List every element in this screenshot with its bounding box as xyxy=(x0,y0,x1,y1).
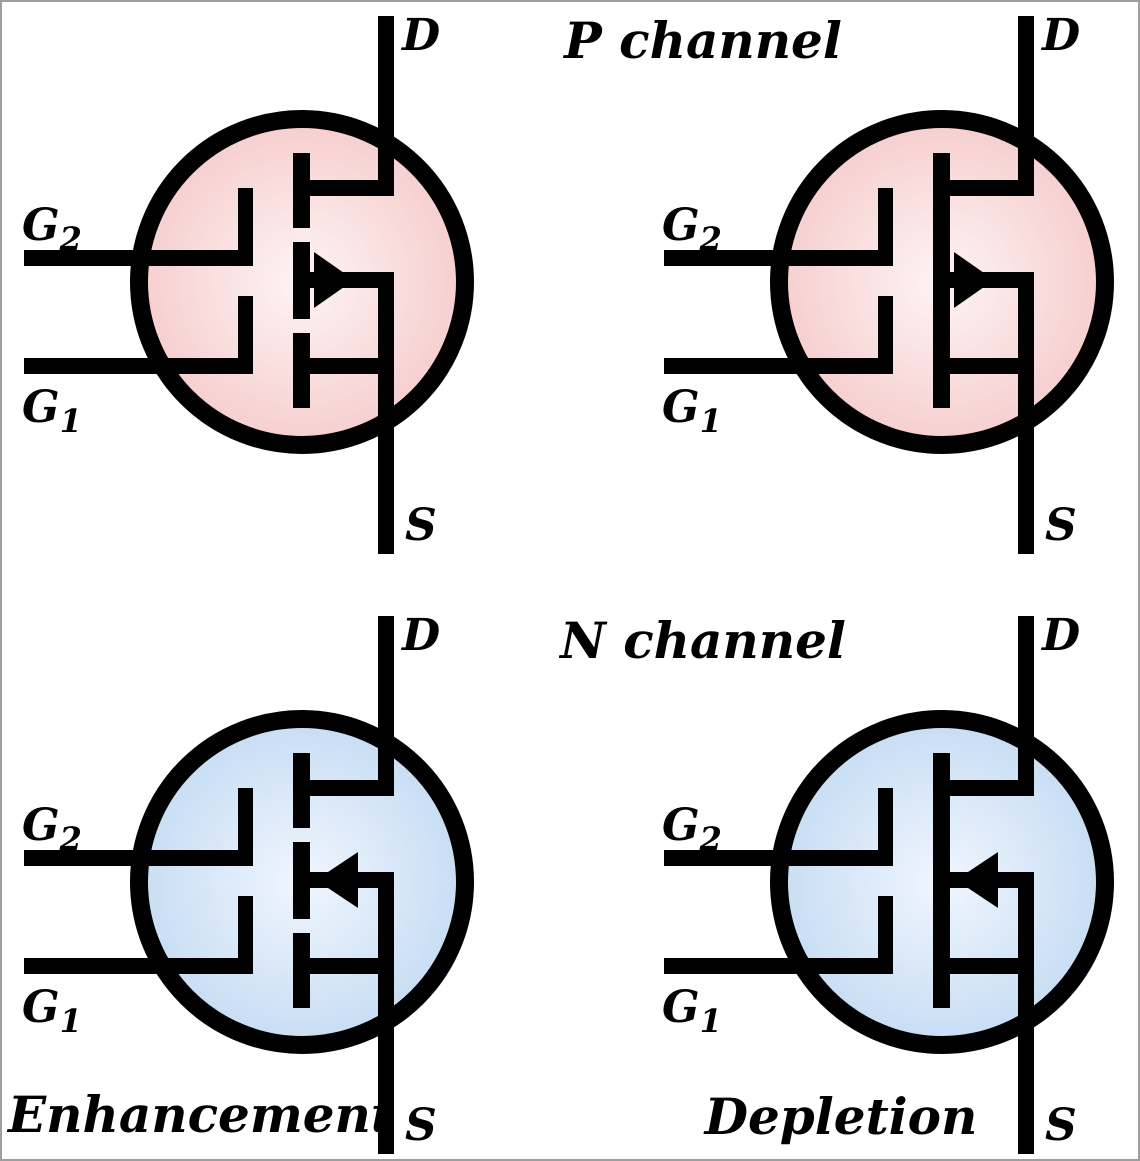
gate1-lead xyxy=(664,358,893,374)
enhancement-label: Enhancement xyxy=(6,1085,394,1144)
drain-line xyxy=(1018,16,1034,196)
source-line xyxy=(378,272,394,554)
channel-segment xyxy=(293,242,310,319)
source-line xyxy=(1018,872,1034,1154)
gate1-label: G1 xyxy=(662,382,722,440)
channel-bar xyxy=(933,753,950,1008)
drain-label: D xyxy=(400,610,440,661)
gate1-label: G1 xyxy=(22,982,82,1040)
drain-branch xyxy=(310,180,394,196)
gate2-plate xyxy=(878,788,893,866)
source-label: S xyxy=(405,500,437,551)
source-label: S xyxy=(1045,1100,1077,1151)
drain-line xyxy=(1018,616,1034,796)
source-branch xyxy=(950,358,1034,374)
channel-segment xyxy=(293,933,310,1008)
gate2-label: G2 xyxy=(22,200,82,258)
gate2-lead xyxy=(664,250,893,266)
source-branch xyxy=(310,958,394,974)
substrate-arrow-icon xyxy=(316,852,358,908)
source-line xyxy=(378,872,394,1154)
gate1-plate xyxy=(878,896,893,974)
substrate-arrow-icon xyxy=(954,252,994,308)
drain-branch xyxy=(950,180,1034,196)
substrate-arrow-icon xyxy=(956,852,998,908)
gate1-plate xyxy=(878,296,893,374)
channel-segment xyxy=(293,153,310,228)
drain-branch xyxy=(950,780,1034,796)
gate1-lead xyxy=(24,358,253,374)
gate1-lead xyxy=(664,958,893,974)
drain-line xyxy=(378,16,394,196)
drain-label: D xyxy=(1040,610,1080,661)
symbol-p-channel-enhancement: D S G2 G1 xyxy=(22,10,474,554)
gate2-label: G2 xyxy=(662,800,722,858)
source-branch xyxy=(950,958,1034,974)
gate2-plate xyxy=(238,788,253,866)
drain-label: D xyxy=(400,10,440,61)
source-line xyxy=(1018,272,1034,554)
drain-line xyxy=(378,616,394,796)
gate1-plate xyxy=(238,296,253,374)
channel-segment xyxy=(293,333,310,408)
p-channel-title: P channel xyxy=(562,11,842,70)
gate1-plate xyxy=(238,896,253,974)
source-branch xyxy=(310,358,394,374)
source-label: S xyxy=(405,1100,437,1151)
drain-label: D xyxy=(1040,10,1080,61)
gate2-plate xyxy=(238,188,253,266)
drain-branch xyxy=(310,780,394,796)
gate2-lead xyxy=(24,250,253,266)
channel-segment xyxy=(293,842,310,919)
gate2-label: G2 xyxy=(22,800,82,858)
source-label: S xyxy=(1045,500,1077,551)
symbol-n-channel-depletion: D S G2 G1 xyxy=(662,610,1114,1154)
gate1-lead xyxy=(24,958,253,974)
channel-bar xyxy=(933,153,950,408)
depletion-label: Depletion xyxy=(703,1087,978,1146)
gate2-lead xyxy=(24,850,253,866)
gate1-label: G1 xyxy=(662,982,722,1040)
n-channel-title: N channel xyxy=(558,611,846,670)
symbol-n-channel-enhancement: D S G2 G1 xyxy=(22,610,474,1154)
substrate-arrow-icon xyxy=(314,252,354,308)
channel-segment xyxy=(293,753,310,828)
gate2-plate xyxy=(878,188,893,266)
gate2-lead xyxy=(664,850,893,866)
gate1-label: G1 xyxy=(22,382,82,440)
gate2-label: G2 xyxy=(662,200,722,258)
symbol-p-channel-depletion: D S G2 G1 xyxy=(662,10,1114,554)
